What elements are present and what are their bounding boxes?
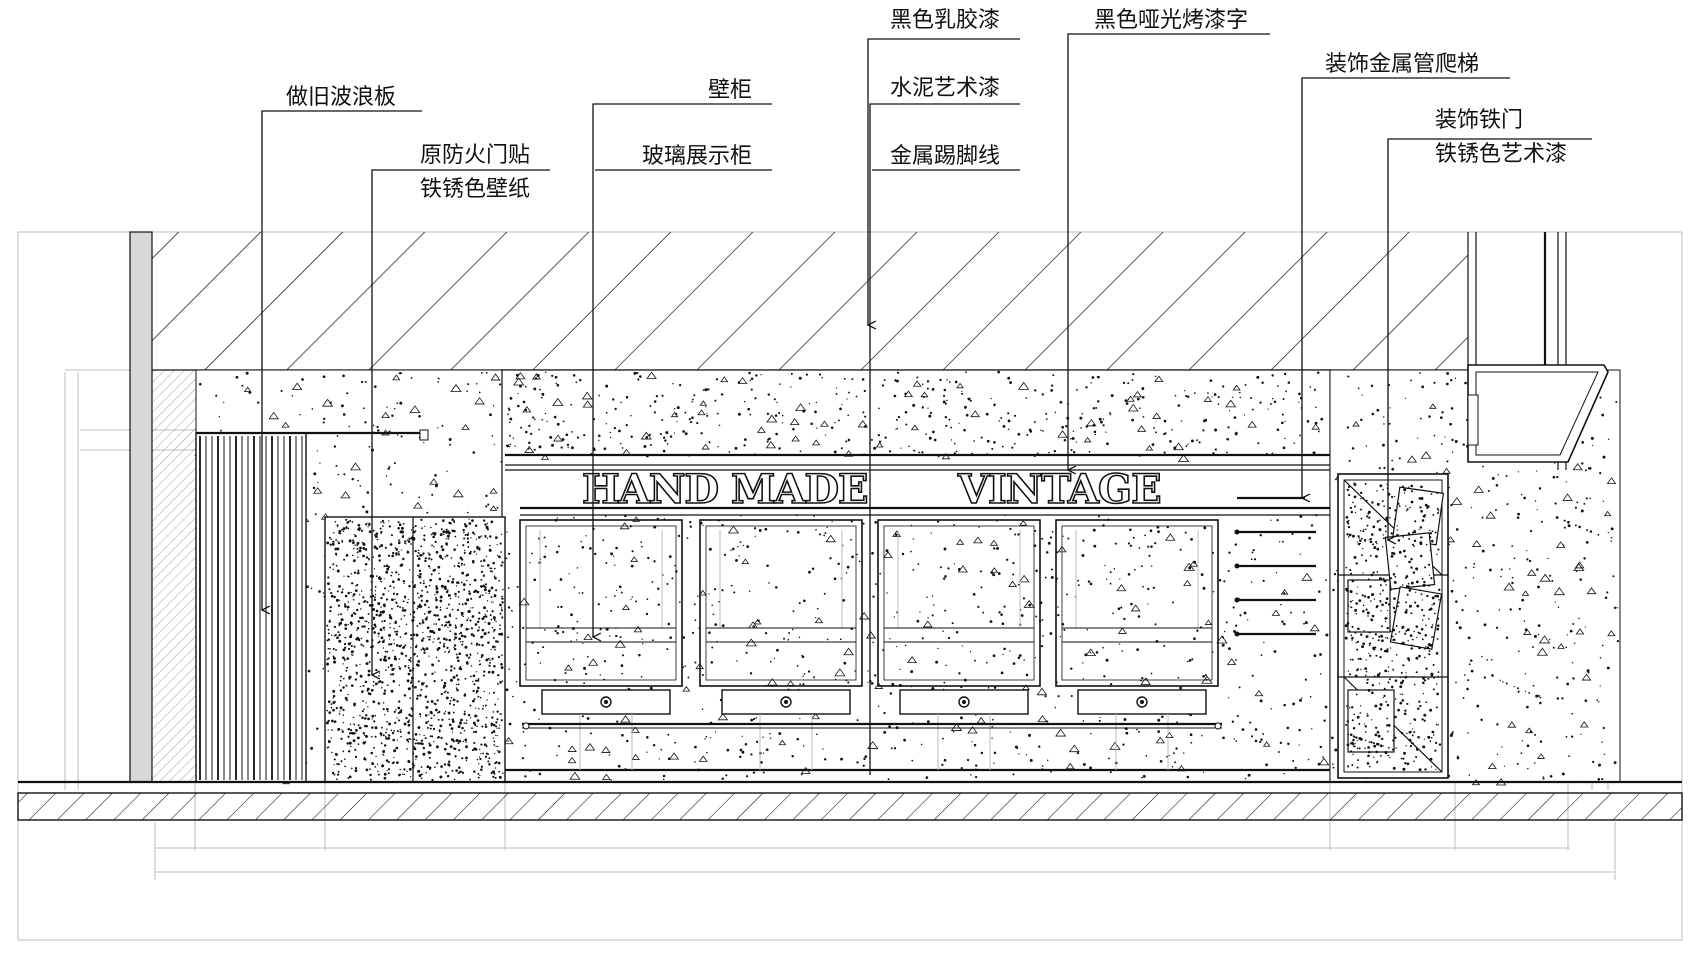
- sign-lettering: HAND MADE VINTAGE: [581, 465, 1162, 514]
- sign-word-hand-made: HAND MADE: [582, 466, 868, 513]
- label-black-matte-lettering: 黑色哑光烤漆字: [1094, 8, 1248, 33]
- decorative-iron-door: [1337, 473, 1449, 779]
- label-fire-door-wallpaper-1: 原防火门贴: [420, 143, 530, 168]
- display-cabinet: [877, 519, 1041, 770]
- floor-slab: [17, 780, 1683, 821]
- fire-door: [324, 516, 506, 783]
- label-wall-cabinet: 壁柜: [708, 78, 752, 103]
- metal-shelf-rails: [1234, 496, 1316, 637]
- annotation-leaders: [262, 33, 1592, 775]
- glass-display-cabinets: [519, 519, 1222, 770]
- display-cabinet: [699, 519, 863, 770]
- display-cabinet: [1055, 519, 1219, 770]
- annotation-labels: 做旧波浪板 原防火门贴 铁锈色壁纸 壁柜 玻璃展示柜 黑色乳胶漆 水泥艺术漆 金…: [286, 8, 1567, 202]
- left-wall-column: [129, 231, 197, 783]
- label-decorative-iron-door: 装饰铁门: [1435, 108, 1523, 133]
- label-rust-art-paint: 铁锈色艺术漆: [1435, 142, 1567, 167]
- label-black-latex-paint: 黑色乳胶漆: [890, 8, 1000, 33]
- label-metal-skirting: 金属踢脚线: [890, 144, 1000, 169]
- display-cabinet: [519, 519, 683, 770]
- label-glass-display-cabinet: 玻璃展示柜: [642, 144, 752, 169]
- ceiling-box: [1467, 232, 1609, 470]
- label-fire-door-wallpaper-2: 铁锈色壁纸: [420, 177, 530, 202]
- rail-end-cap: [419, 429, 429, 441]
- label-metal-pipe-ladder: 装饰金属管爬梯: [1325, 52, 1479, 77]
- corrugated-board-panel: [195, 432, 307, 783]
- ceiling-slab: [152, 232, 1470, 371]
- sign-word-vintage: VINTAGE: [957, 466, 1161, 513]
- label-corrugated-board: 做旧波浪板: [286, 85, 396, 110]
- label-cement-art-paint: 水泥艺术漆: [890, 76, 1000, 101]
